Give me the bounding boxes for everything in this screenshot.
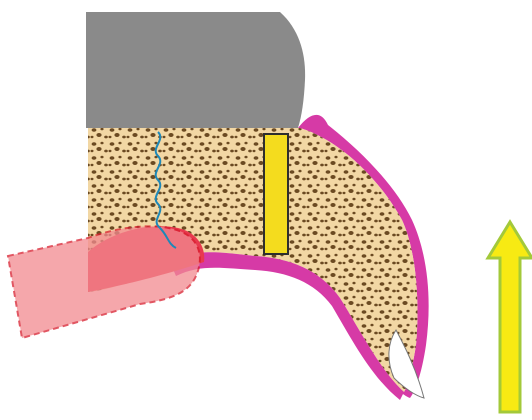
gray-block bbox=[86, 12, 305, 128]
up-arrow-icon bbox=[488, 222, 532, 412]
implant-rectangle bbox=[264, 134, 288, 254]
